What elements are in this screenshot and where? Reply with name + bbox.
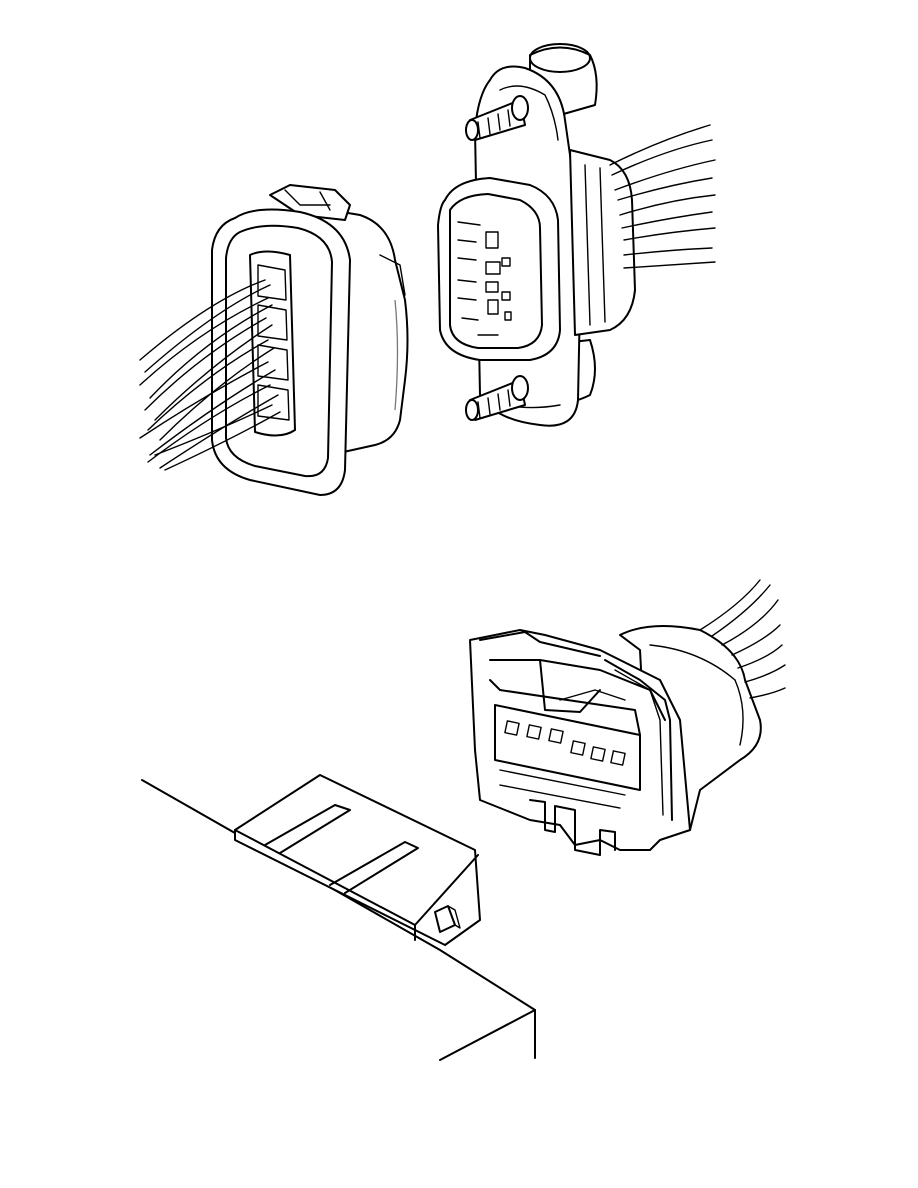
bottom-tabs [529,799,616,856]
six-pin-connector [469,579,786,856]
pin-cavity-block [249,250,296,437]
housing-socket-block [234,774,481,946]
socket-pins [457,221,512,336]
flanged-socket-connector [437,43,716,427]
stud-bottom [465,375,529,421]
socket-wires [609,124,716,269]
connector-face-outer [211,208,351,496]
socket-face [449,193,543,349]
control-module-housing [141,774,536,1061]
connector-face-inner [225,224,333,478]
six-pin-wires [699,579,786,699]
pin-face [494,704,641,791]
housing-front-edge [439,1009,536,1061]
locking-arm [604,659,673,821]
slot-1 [264,804,351,854]
harness-connector-multipin [139,184,409,496]
six-pin-cavities [504,720,626,766]
stud-top [465,95,529,141]
slot-2 [329,841,419,894]
harness-wires [139,279,281,471]
